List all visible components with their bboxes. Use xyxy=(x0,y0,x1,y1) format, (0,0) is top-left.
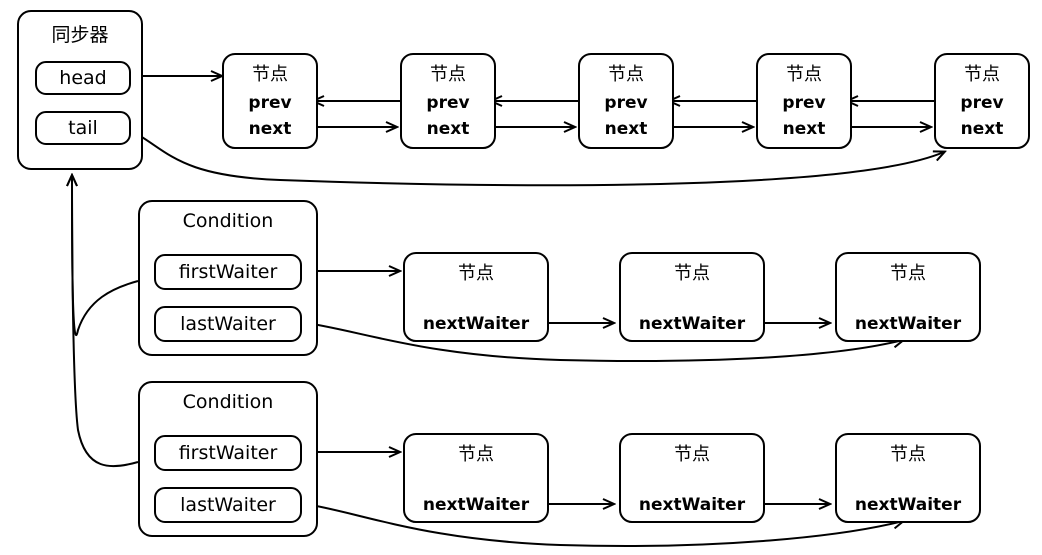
synchronizer-title: 同步器 xyxy=(51,24,109,46)
sync-field-head[interactable]: head xyxy=(35,61,131,95)
queue-node-1-next: next xyxy=(248,119,292,139)
condition-2-waiter-node-2[interactable]: 节点 nextWaiter xyxy=(619,433,765,523)
wire-cond2-to-sync xyxy=(72,176,139,468)
condition-1-waiter-node-1[interactable]: 节点 nextWaiter xyxy=(403,252,549,342)
queue-node-1[interactable]: 节点 prev next xyxy=(222,53,318,149)
sync-field-tail[interactable]: tail xyxy=(35,111,131,145)
queue-node-2-title: 节点 xyxy=(430,64,466,85)
condition-2-waiter-node-2-title: 节点 xyxy=(674,444,710,465)
wire-cond1-last-to-waiter3 xyxy=(299,321,903,363)
condition-2-waiter-node-3[interactable]: 节点 nextWaiter xyxy=(835,433,981,523)
queue-node-3[interactable]: 节点 prev next xyxy=(578,53,674,149)
queue-node-5-title: 节点 xyxy=(964,64,1000,85)
queue-node-2[interactable]: 节点 prev next xyxy=(400,53,496,149)
queue-node-2-prev: prev xyxy=(426,93,470,113)
queue-node-5-prev: prev xyxy=(960,93,1004,113)
condition-box-1[interactable]: Condition firstWaiter lastWaiter xyxy=(138,200,318,356)
queue-node-2-next: next xyxy=(426,119,470,139)
queue-node-4-prev: prev xyxy=(782,93,826,113)
condition-2-waiter-node-3-title: 节点 xyxy=(890,444,926,465)
condition-2-waiter-node-1[interactable]: 节点 nextWaiter xyxy=(403,433,549,523)
condition-2-waiter-node-2-next: nextWaiter xyxy=(638,495,746,515)
queue-node-4-next: next xyxy=(782,119,826,139)
queue-node-3-prev: prev xyxy=(604,93,648,113)
queue-node-3-next: next xyxy=(604,119,648,139)
condition-1-waiter-node-1-title: 节点 xyxy=(458,263,494,284)
condition-1-waiter-node-2-title: 节点 xyxy=(674,263,710,284)
condition-2-waiter-node-3-next: nextWaiter xyxy=(854,495,962,515)
condition-1-field-lastwaiter[interactable]: lastWaiter xyxy=(154,306,302,342)
queue-node-4[interactable]: 节点 prev next xyxy=(756,53,852,149)
wire-cond2-last-to-waiter3 xyxy=(299,502,903,548)
condition-1-waiter-node-1-next: nextWaiter xyxy=(422,314,530,334)
condition-1-waiter-node-3[interactable]: 节点 nextWaiter xyxy=(835,252,981,342)
queue-node-4-title: 节点 xyxy=(786,64,822,85)
condition-1-field-firstwaiter[interactable]: firstWaiter xyxy=(154,254,302,290)
synchronizer-box[interactable]: 同步器 head tail xyxy=(17,10,143,170)
condition-box-2[interactable]: Condition firstWaiter lastWaiter xyxy=(138,381,318,537)
condition-2-waiter-node-1-next: nextWaiter xyxy=(422,495,530,515)
condition-1-waiter-node-2-next: nextWaiter xyxy=(638,314,746,334)
queue-node-3-title: 节点 xyxy=(608,64,644,85)
condition-1-waiter-node-2[interactable]: 节点 nextWaiter xyxy=(619,252,765,342)
condition-2-title: Condition xyxy=(182,391,274,413)
condition-2-field-firstwaiter[interactable]: firstWaiter xyxy=(154,435,302,471)
condition-1-waiter-node-3-title: 节点 xyxy=(890,263,926,284)
wire-cond1-to-sync xyxy=(72,176,139,336)
condition-1-waiter-node-3-next: nextWaiter xyxy=(854,314,962,334)
condition-2-waiter-node-1-title: 节点 xyxy=(458,444,494,465)
condition-2-field-lastwaiter[interactable]: lastWaiter xyxy=(154,487,302,523)
queue-node-5-next: next xyxy=(960,119,1004,139)
queue-node-5[interactable]: 节点 prev next xyxy=(934,53,1030,149)
queue-node-1-prev: prev xyxy=(248,93,292,113)
queue-node-1-title: 节点 xyxy=(252,64,288,85)
condition-1-title: Condition xyxy=(182,210,274,232)
